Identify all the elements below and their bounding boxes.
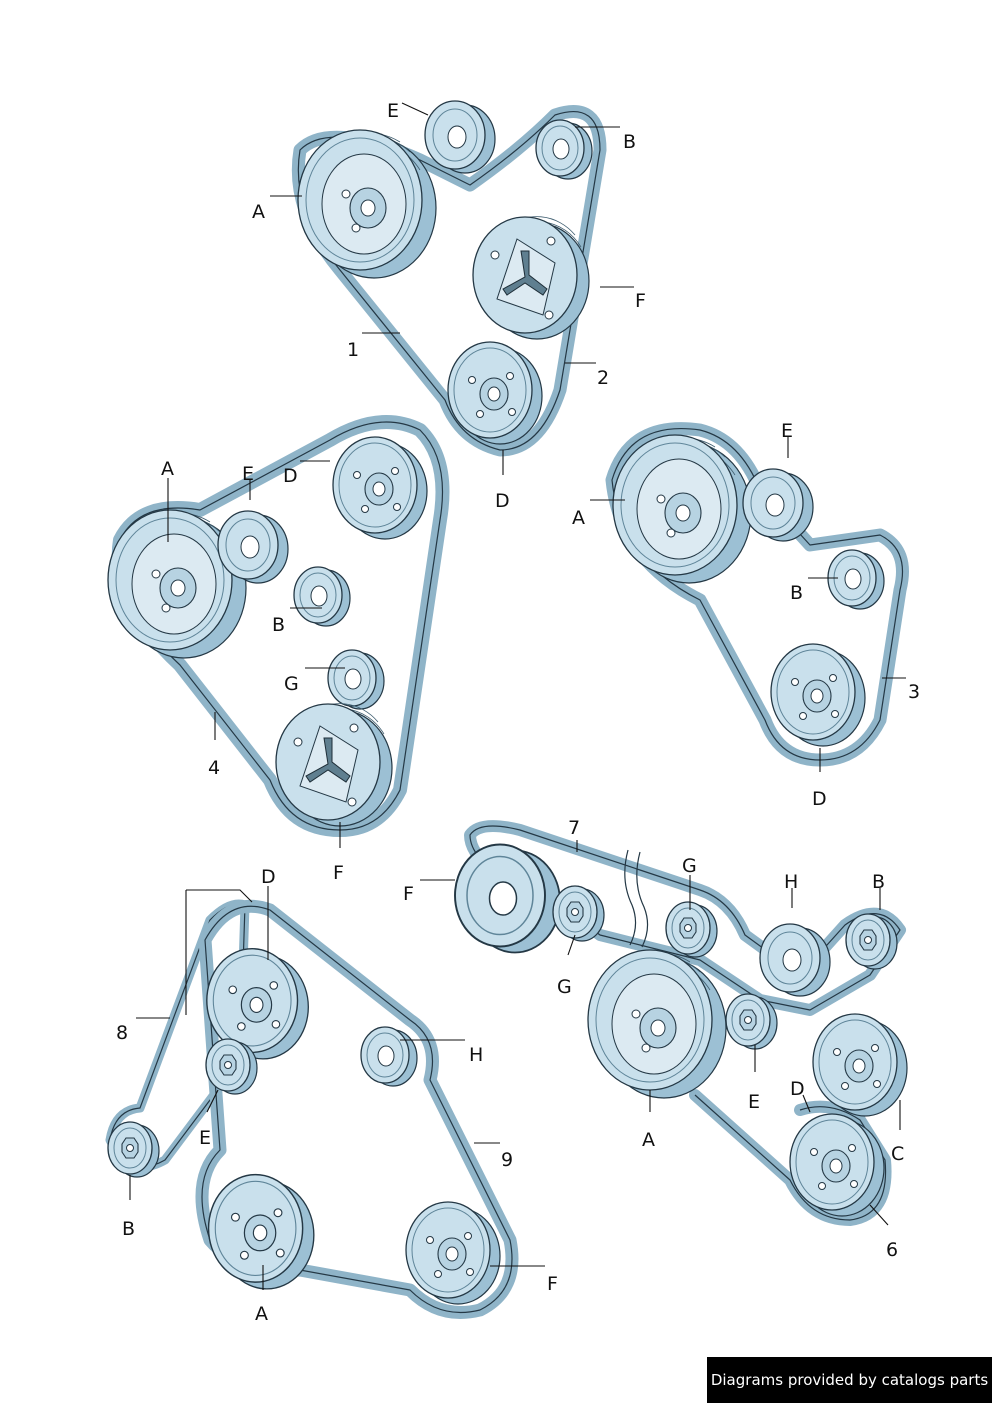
label-b: B — [623, 131, 636, 153]
pulley-c — [812, 1013, 908, 1117]
pulley-f — [454, 843, 561, 954]
label-a: A — [252, 201, 265, 223]
pulley-g — [327, 649, 385, 710]
pulley-h — [759, 923, 831, 997]
label-d: D — [812, 788, 827, 810]
label-g: G — [284, 673, 299, 695]
label-e: E — [387, 100, 399, 122]
label-f: F — [635, 290, 646, 312]
pulley-e — [742, 468, 814, 542]
label-d: D — [495, 490, 510, 512]
label-b: B — [790, 582, 803, 604]
label-belt-4: 4 — [208, 757, 220, 779]
belt-drive-group-8-9: D 8 H E 9 B F A — [105, 866, 558, 1325]
label-b: B — [872, 871, 885, 893]
pulley-b — [827, 549, 885, 610]
pulley-a — [612, 434, 752, 584]
label-a: A — [255, 1303, 268, 1325]
label-belt-8: 8 — [116, 1022, 128, 1044]
label-f: F — [547, 1273, 558, 1295]
label-g-bottom: G — [557, 976, 572, 998]
label-belt-6: 6 — [886, 1239, 898, 1261]
label-f: F — [333, 862, 344, 884]
pulley-d — [332, 436, 428, 540]
pulley-d — [770, 643, 866, 747]
label-belt-2: 2 — [597, 367, 609, 389]
label-belt-3: 3 — [908, 681, 920, 703]
pulley-b — [535, 119, 593, 180]
label-g-top: G — [682, 855, 697, 877]
label-e: E — [781, 420, 793, 442]
label-belt-7: 7 — [568, 817, 580, 839]
label-h: H — [784, 871, 798, 893]
label-e: E — [199, 1127, 211, 1149]
label-f: F — [403, 883, 414, 905]
label-belt-1: 1 — [347, 339, 359, 361]
pulley-g-left — [552, 885, 605, 942]
belt-drive-group-1: E B A F 1 2 D — [252, 100, 646, 512]
label-d: D — [790, 1078, 805, 1100]
label-belt-9: 9 — [501, 1149, 513, 1171]
pulley-a — [587, 949, 727, 1099]
label-b: B — [272, 614, 285, 636]
pulley-b — [107, 1121, 160, 1178]
pulley-f — [472, 216, 590, 340]
belt-drive-group-4: A E D B G 4 F — [107, 415, 450, 884]
pulley-b — [293, 566, 351, 627]
pulley-a — [207, 1173, 315, 1290]
label-a: A — [161, 458, 174, 480]
label-e: E — [748, 1091, 760, 1113]
credit-banner: Diagrams provided by catalogs parts — [707, 1357, 992, 1403]
pulley-f — [405, 1201, 501, 1305]
belt-drive-group-7-6: 7 G H B F G E D A C 6 — [403, 817, 908, 1261]
label-e: E — [242, 463, 254, 485]
label-a: A — [572, 507, 585, 529]
belt-drive-group-3: E A B 3 D — [572, 420, 920, 810]
label-c: C — [891, 1143, 904, 1165]
label-b: B — [122, 1218, 135, 1240]
label-d-top: D — [283, 465, 298, 487]
label-a: A — [642, 1129, 655, 1151]
label-d: D — [261, 866, 276, 888]
label-h: H — [469, 1044, 483, 1066]
pulley-h — [360, 1026, 418, 1087]
